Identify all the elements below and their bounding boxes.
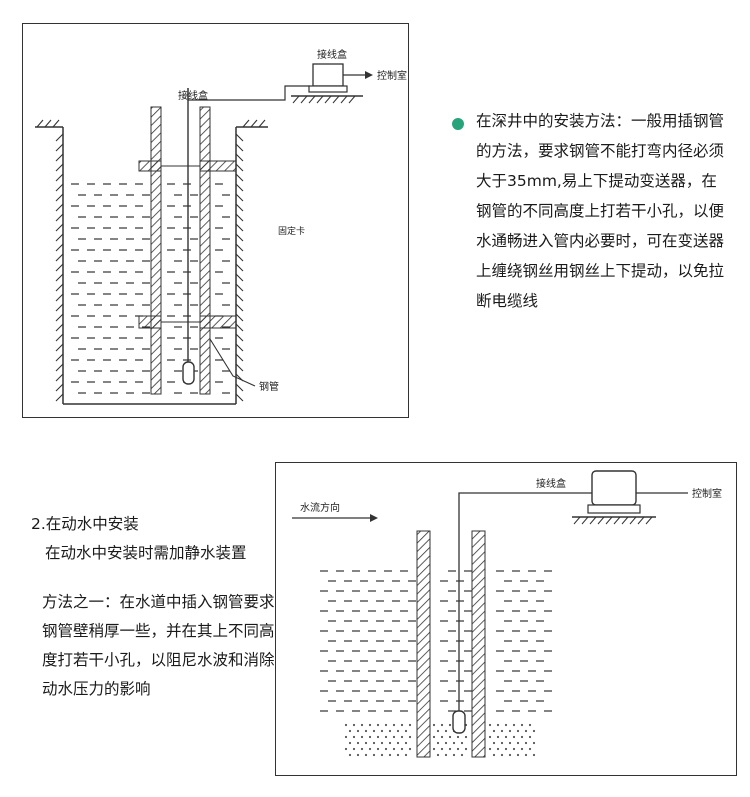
deep-well-svg: 接线盒 接线盒 控制室 固定卡 钢管 (35, 48, 407, 405)
steel-pipe-left-wall (150, 106, 162, 395)
steel-pipe-right-wall (199, 106, 211, 395)
deep-well-diagram: 接线盒 接线盒 控制室 固定卡 钢管 (22, 23, 409, 418)
label-steel-pipe: 钢管 (259, 380, 279, 393)
label-junction-box-side: 接线盒 (178, 89, 208, 102)
label-junction-box: 接线盒 (536, 477, 566, 490)
water-level (320, 570, 552, 712)
flowing-water-svg: 水流方向 接线盒 控制室 (292, 470, 722, 758)
section2-subheading: 在动水中安装时需加静水装置 (45, 544, 247, 562)
bullet-dot-icon (452, 118, 464, 130)
cable (458, 492, 574, 711)
label-clamp: 固定卡 (278, 225, 305, 237)
right-ground (235, 119, 268, 404)
label-flow-direction: 水流方向 (300, 501, 340, 514)
arrow-head-icon (365, 71, 373, 79)
label-junction-box-top: 接线盒 (317, 48, 347, 61)
steel-pipe-left-wall (416, 530, 431, 758)
flowing-water-section: 2.在动水中安装 在动水中安装时需加静水装置 方法之一：在水道中插入钢管要求钢管… (28, 510, 275, 704)
deep-well-description-text: 在深井中的安装方法：一般用插钢管的方法，要求钢管不能打弯内径必须大于35mm,易… (476, 112, 725, 310)
label-control-room: 控制室 (692, 487, 722, 500)
section2-heading: 2.在动水中安装 (31, 515, 139, 533)
steel-pipe-leader (209, 338, 256, 387)
cable-to-junction-box (187, 85, 310, 101)
label-control-room: 控制室 (377, 69, 407, 82)
junction-box (572, 470, 688, 525)
flow-arrow-icon (370, 514, 378, 522)
section2-method-text: 方法之一：在水道中插入钢管要求钢管壁稍厚一些，并在其上不同高度打若干小孔，以阻尼… (42, 593, 275, 698)
riverbed-sediment (344, 723, 536, 757)
clamp-lower (138, 315, 237, 329)
flowing-water-diagram: 水流方向 接线盒 控制室 (275, 462, 737, 776)
clamp-upper (138, 160, 237, 172)
steel-pipe-right-wall (471, 530, 486, 758)
junction-box (291, 63, 363, 104)
pressure-transmitter (452, 710, 466, 734)
pressure-transmitter (182, 361, 195, 385)
left-ground (35, 119, 64, 404)
